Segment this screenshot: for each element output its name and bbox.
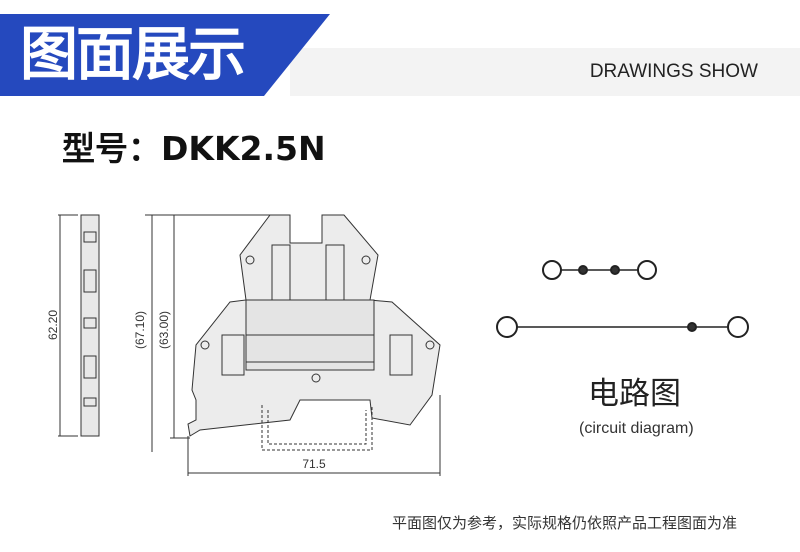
page-subtitle: DRAWINGS SHOW [589,61,758,82]
circuit-sublabel: (circuit diagram) [579,420,694,437]
junction-dot [578,265,588,275]
dim-width: 71.5 [302,457,326,471]
junction-dot [610,265,620,275]
circuit-diagram [496,260,749,338]
page-title: 图面展示 [20,20,246,88]
header-banner [0,14,330,96]
dim-side-height: 62.20 [46,310,60,340]
junction-dot [687,322,697,332]
terminal-block-front-view [187,214,441,451]
dim-total-height: (67.10) [133,311,147,349]
terminal-icon [542,260,562,280]
circuit-label: 电路图 [588,376,681,412]
terminal-icon [727,316,749,338]
terminal-icon [637,260,657,280]
model-label: 型号：DKK2.5N [62,129,326,168]
terminal-icon [496,316,518,338]
footer-note: 平面图仅为参考，实际规格仍依照产品工程图面为准 [392,514,738,532]
dim-body-height: (63.00) [157,311,171,349]
header-band [290,48,800,96]
side-view [58,214,100,437]
